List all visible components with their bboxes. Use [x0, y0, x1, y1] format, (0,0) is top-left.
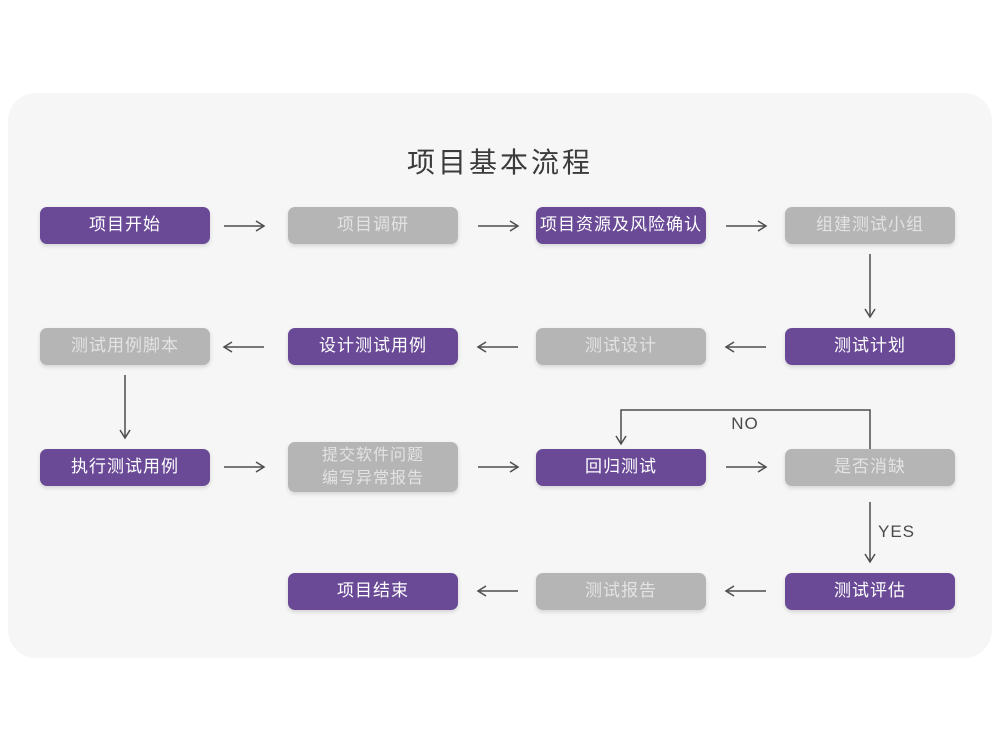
- node-test-design: 测试设计: [536, 328, 706, 365]
- node-risk-confirm: 项目资源及风险确认: [536, 207, 706, 244]
- node-project-research: 项目调研: [288, 207, 458, 244]
- node-regression-test: 回归测试: [536, 449, 706, 486]
- node-test-report: 测试报告: [536, 573, 706, 610]
- node-defect-cleared: 是否消缺: [785, 449, 955, 486]
- edge-label-yes: YES: [878, 522, 916, 541]
- node-test-plan: 测试计划: [785, 328, 955, 365]
- flowchart-card: [8, 93, 992, 658]
- node-build-team: 组建测试小组: [785, 207, 955, 244]
- page-title: 项目基本流程: [406, 147, 593, 178]
- node-execute-cases: 执行测试用例: [40, 449, 210, 486]
- node-test-evaluate: 测试评估: [785, 573, 955, 610]
- edge-label-no: NO: [731, 414, 759, 433]
- node-submit-issues: 提交软件问题 编写异常报告: [288, 442, 458, 492]
- node-design-cases: 设计测试用例: [288, 328, 458, 365]
- node-project-end: 项目结束: [288, 573, 458, 610]
- node-case-script: 测试用例脚本: [40, 328, 210, 365]
- node-project-start: 项目开始: [40, 207, 210, 244]
